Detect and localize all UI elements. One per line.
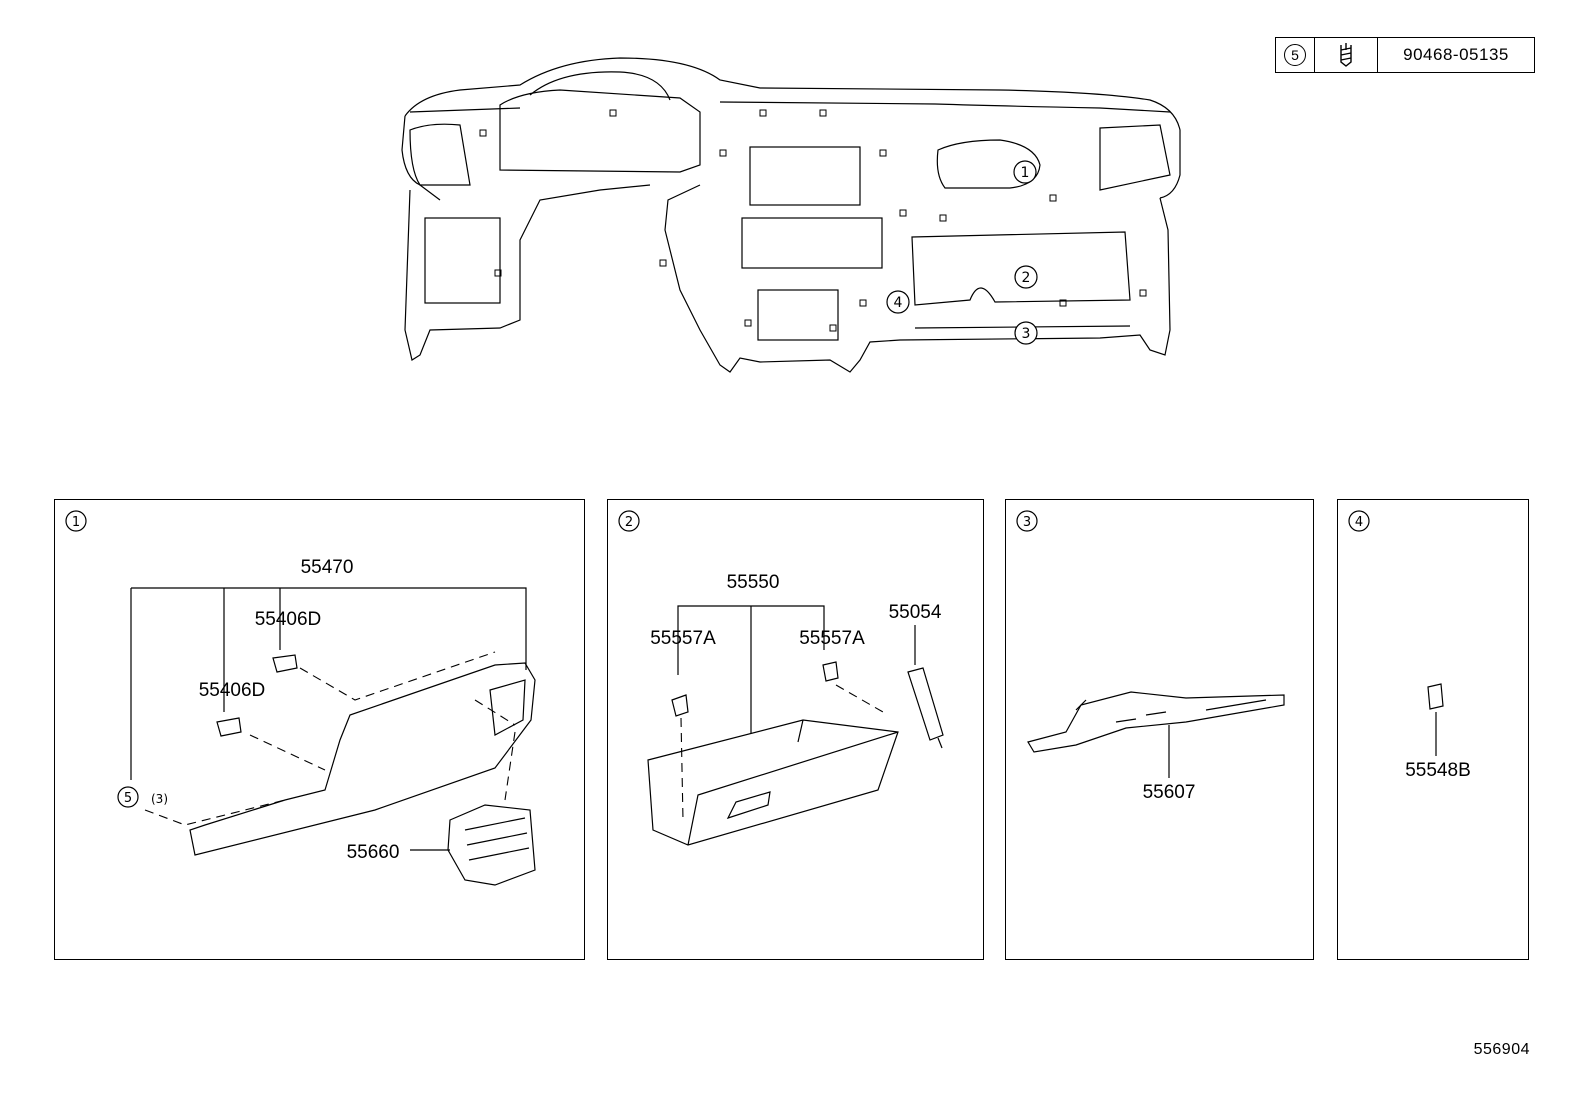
svg-text:1: 1 bbox=[72, 515, 80, 530]
panel-1-drawing: 1 55470 55406D 55406D 55660 5 (3) bbox=[65, 510, 536, 886]
part-55557A-left[interactable]: 55557A bbox=[650, 628, 716, 649]
legend-ref-cell: 5 bbox=[1276, 38, 1315, 72]
panel-3-number: 3 bbox=[1016, 510, 1038, 532]
panel-3: 3 55607 bbox=[1005, 499, 1314, 960]
overview-callout-2[interactable]: 2 bbox=[1014, 265, 1038, 289]
panel-1-number: 1 bbox=[65, 510, 87, 532]
part-55607[interactable]: 55607 bbox=[1143, 782, 1196, 803]
part-55548B[interactable]: 55548B bbox=[1405, 760, 1471, 781]
svg-text:4: 4 bbox=[1355, 515, 1363, 530]
part-55660[interactable]: 55660 bbox=[347, 842, 400, 863]
panel-2: 2 55550 55557A 55557A 55054 bbox=[607, 499, 984, 960]
part-55550[interactable]: 55550 bbox=[727, 572, 780, 593]
overview-callout-3-label: 3 bbox=[1022, 326, 1031, 342]
svg-text:5: 5 bbox=[124, 791, 132, 806]
legend-icon-cell bbox=[1315, 38, 1378, 72]
overview-callout-3[interactable]: 3 bbox=[1014, 321, 1038, 345]
fastener-legend: 5 90468-05135 bbox=[1275, 37, 1535, 73]
part-55406D-upper[interactable]: 55406D bbox=[255, 609, 322, 630]
panel-4: 4 55548B bbox=[1337, 499, 1529, 960]
dashboard-overview: 1 2 3 4 bbox=[401, 57, 1181, 373]
panel-2-number: 2 bbox=[618, 510, 640, 532]
panel-4-drawing: 4 55548B bbox=[1348, 510, 1471, 781]
panel-3-drawing: 3 55607 bbox=[1016, 510, 1285, 803]
part-55470[interactable]: 55470 bbox=[301, 557, 354, 578]
panel-1-fastener-callout[interactable]: 5 (3) bbox=[117, 786, 168, 808]
overview-callout-2-label: 2 bbox=[1022, 270, 1031, 286]
overview-callout-4[interactable]: 4 bbox=[886, 290, 910, 314]
part-55406D-lower[interactable]: 55406D bbox=[199, 680, 266, 701]
part-55557A-right[interactable]: 55557A bbox=[799, 628, 865, 649]
panel-2-drawing: 2 55550 55557A 55557A 55054 bbox=[618, 510, 944, 846]
panel-1: 1 55470 55406D 55406D 55660 5 (3) bbox=[54, 499, 585, 960]
diagram-id: 556904 bbox=[1473, 1041, 1530, 1058]
fastener-quantity: (3) bbox=[151, 792, 168, 806]
legend-ref-circle[interactable]: 5 bbox=[1284, 44, 1306, 66]
svg-text:3: 3 bbox=[1023, 515, 1031, 530]
part-55054[interactable]: 55054 bbox=[889, 602, 942, 623]
svg-text:2: 2 bbox=[625, 515, 633, 530]
clip-icon bbox=[1340, 43, 1352, 67]
overview-callout-4-label: 4 bbox=[894, 295, 903, 311]
legend-part-number[interactable]: 90468-05135 bbox=[1403, 45, 1509, 64]
overview-callout-1-label: 1 bbox=[1021, 165, 1030, 181]
overview-callout-1[interactable]: 1 bbox=[1013, 160, 1037, 184]
panel-4-number: 4 bbox=[1348, 510, 1370, 532]
